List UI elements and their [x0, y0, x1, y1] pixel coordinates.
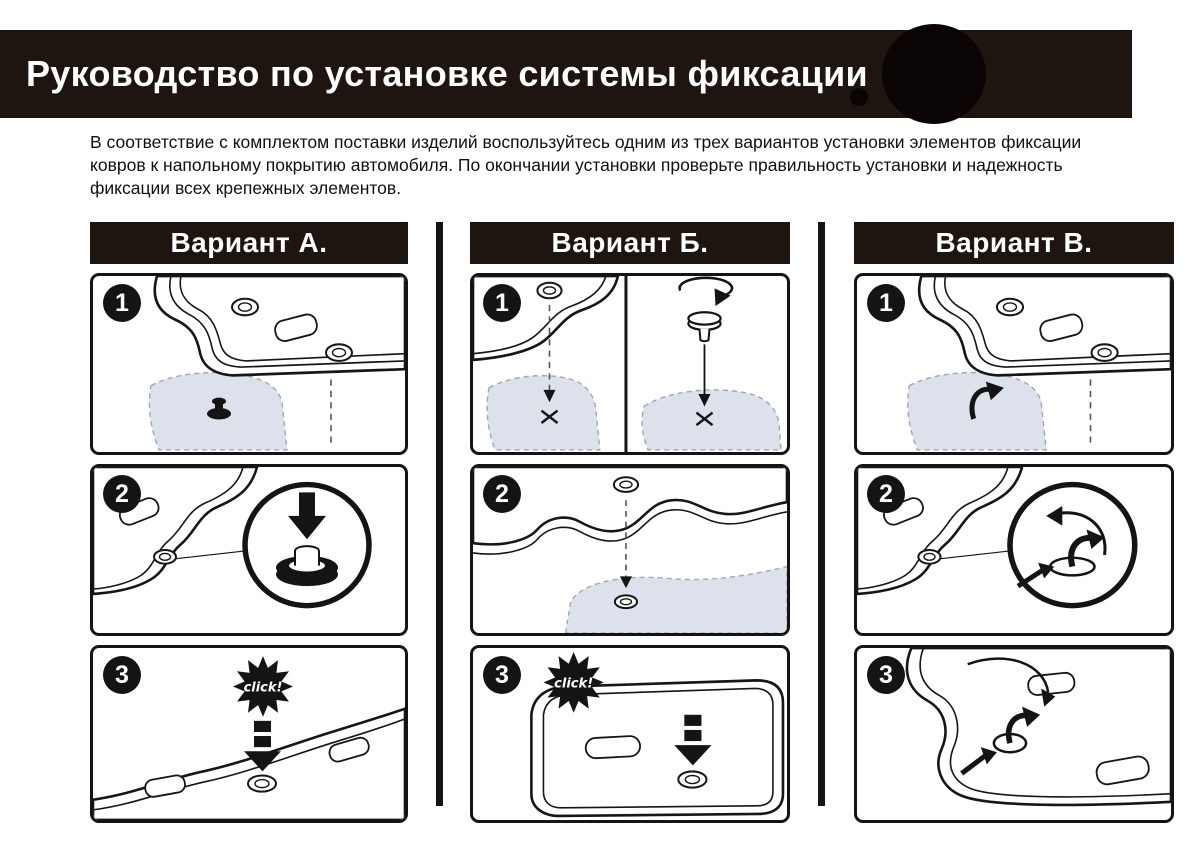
decor-dot-icon — [850, 88, 868, 106]
step-badge-a1: 1 — [103, 284, 141, 322]
click-label: click! — [554, 676, 593, 691]
column-divider — [436, 222, 443, 806]
mat-slot — [328, 736, 370, 763]
step-badge-c2: 2 — [867, 475, 905, 513]
guide-arrowhead-icon — [1041, 688, 1056, 707]
step-badge-c3: 3 — [867, 656, 905, 694]
step-panel-a3: click! 3 — [90, 645, 408, 823]
target-x-icon — [695, 411, 714, 427]
mat-button-icon — [612, 476, 640, 493]
pointer-arrowhead-icon — [1038, 562, 1055, 579]
down-arrow-icon — [619, 576, 633, 589]
press-arrow-icon — [244, 751, 281, 772]
mat-button-icon — [247, 774, 277, 793]
step-panel-b3: click! 3 — [470, 645, 790, 823]
mat-slot — [1039, 313, 1084, 343]
mat-slot — [584, 735, 641, 760]
intro-line-1: В соответствие с комплектом поставки изд… — [90, 132, 1082, 152]
variant-b-header: Вариант Б. — [470, 222, 790, 264]
illustration-c1-mat-and-hook — [907, 276, 1171, 451]
illustration-a1-mat-and-pin — [148, 276, 405, 451]
press-arrow-icon — [254, 720, 271, 732]
illustration-c3-turn-hook — [905, 648, 1171, 807]
mat-slot — [274, 313, 318, 343]
mat-slot — [1027, 671, 1076, 696]
step-panel-a1: 1 — [90, 273, 408, 455]
decor-circle-icon — [882, 24, 986, 124]
guide-arrow-icon — [967, 657, 1050, 693]
click-starburst-icon: click! — [233, 656, 293, 717]
mat-button-icon — [917, 549, 942, 565]
step-badge-b1: 1 — [483, 284, 521, 322]
variant-a-column: Вариант А. 1 — [90, 222, 408, 832]
mat-button-icon — [677, 770, 708, 789]
floor-button-icon — [613, 594, 639, 610]
step-panel-c3: 3 — [854, 645, 1174, 823]
illustration-b2-align — [473, 467, 787, 633]
column-divider — [818, 222, 825, 806]
variant-a-label: Вариант А. — [170, 227, 328, 258]
rotate-arrowhead-icon — [714, 288, 731, 307]
mat-button-icon — [325, 343, 353, 362]
variant-b-column: Вариант Б. 1 — [470, 222, 790, 832]
mushroom-pin-icon — [687, 311, 722, 343]
step-panel-b2: 2 — [470, 464, 790, 636]
down-arrow-icon — [543, 389, 556, 403]
title-band: Руководство по установке системы фиксаци… — [0, 24, 1132, 124]
intro-paragraph: В соответствие с комплектом поставки изд… — [90, 131, 1081, 200]
step-panel-c2: 2 — [854, 464, 1174, 636]
illustration-b3-click: click! — [530, 652, 785, 818]
intro-line-3: фиксации всех крепежных элементов. — [90, 178, 402, 198]
pointer-arrowhead-icon — [980, 747, 997, 765]
click-starburst-icon: click! — [543, 652, 604, 713]
mat-slot — [144, 774, 186, 798]
step-badge-b2: 2 — [483, 475, 521, 513]
variant-a-header: Вариант А. — [90, 222, 408, 264]
step-panel-c1: 1 — [854, 273, 1174, 455]
step-panel-b1: 1 — [470, 273, 790, 455]
illustration-a3-click: click! — [93, 656, 405, 820]
hook-arrowhead-icon — [1022, 706, 1041, 727]
variant-b-label: Вариант Б. — [551, 227, 709, 258]
page-title: Руководство по установке системы фиксаци… — [26, 53, 868, 94]
press-arrow-icon — [674, 745, 712, 766]
mat-button-icon — [1090, 343, 1119, 362]
rotate-arrow-icon — [678, 276, 734, 298]
intro-line-2: ковров к напольному покрытию автомобиля.… — [90, 155, 1063, 175]
press-arrow-icon — [254, 736, 271, 748]
press-arrow-icon — [684, 714, 702, 726]
mat-button-icon — [536, 281, 563, 300]
fastener-pin-icon — [207, 397, 231, 420]
press-fastener-detail-icon — [276, 492, 338, 587]
mat-button-icon — [231, 297, 259, 317]
variant-c-header: Вариант В. — [854, 222, 1174, 264]
press-arrow-icon — [684, 729, 702, 742]
mat-button-icon — [153, 549, 177, 565]
mat-button-icon — [995, 297, 1025, 317]
step-badge-b3: 3 — [483, 656, 521, 694]
variant-c-label: Вариант В. — [935, 227, 1093, 258]
step-badge-c1: 1 — [867, 284, 905, 322]
step-badge-a2: 2 — [103, 475, 141, 513]
pointer-arrow-icon — [960, 753, 988, 776]
step-badge-a3: 3 — [103, 656, 141, 694]
click-label: click! — [244, 680, 283, 695]
variant-c-column: Вариант В. 1 — [854, 222, 1174, 832]
step-panel-a2: 2 — [90, 464, 408, 636]
mat-slot — [1095, 755, 1150, 786]
target-x-icon — [540, 409, 559, 425]
hook-rotation-detail-icon — [1046, 506, 1107, 577]
illustration-b1-position-and-screw — [473, 276, 782, 452]
down-arrow-icon — [698, 394, 711, 407]
pointer-arrow-icon — [1016, 568, 1044, 589]
